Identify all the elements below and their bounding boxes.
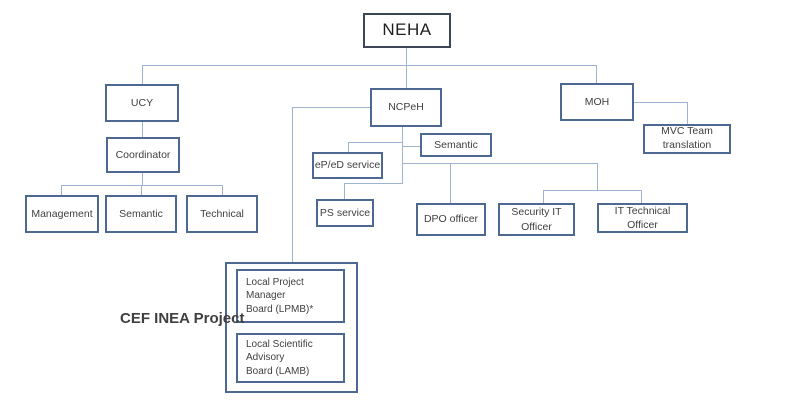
cef-inea-group-frame [225,262,358,393]
connector-technical-drop [222,185,223,195]
connector-ps-branch-h [344,183,402,184]
connector-officers-rail2 [543,190,642,191]
node-moh: MOH [560,83,634,121]
connector-officers-rail [402,163,598,164]
node-lamb: Local Scientific Advisory Board (LAMB) [236,333,345,383]
node-mvc-team-translation: MVC Team translation [643,124,731,154]
node-eped-service: eP/eD service [312,152,383,179]
connector-coordinator-rail [61,185,223,186]
node-technical: Technical [186,195,258,233]
connector-moh-drop [596,65,597,83]
connector-semantic-branch [402,146,420,147]
node-dpo-officer: DPO officer [416,203,486,236]
node-neha: NEHA [363,13,451,48]
connector-ucy-coordinator [142,122,143,137]
connector-ucy-drop [142,65,143,84]
connector-eped-branch-v [348,142,349,152]
connector-ncpeh-main [402,127,403,184]
node-semantic-ncpeh: Semantic [420,133,492,157]
connector-coordinator-stub [142,173,143,185]
node-it-technical-officer: IT Technical Officer [597,203,688,233]
node-semantic-ucy: Semantic [105,195,177,233]
connector-dpo-drop [450,163,451,203]
connector-moh-mvc-v [687,102,688,124]
connector-ittech-drop [641,190,642,203]
connector-top-rail [142,65,597,66]
connector-management-drop [61,185,62,195]
connector-cef-link-h [292,107,370,108]
cef-inea-project-label: CEF INEA Project [120,310,245,327]
node-ucy: UCY [105,84,179,122]
node-ncpeh: NCPeH [370,88,442,127]
connector-cef-link-v [292,107,293,262]
connector-security-drop [543,190,544,203]
connector-ps-branch-v [344,183,345,199]
node-coordinator: Coordinator [106,137,180,173]
node-ps-service: PS service [316,199,374,227]
connector-semantic-ucy-drop [141,185,142,195]
connector-officers-step [597,163,598,190]
node-lpmb: Local Project Manager Board (LPMB)* [236,269,345,323]
connector-ncpeh-drop [406,65,407,88]
connector-moh-mvc-h [633,102,687,103]
connector-eped-branch-h [348,142,402,143]
node-security-it-officer: Security IT Officer [498,203,575,236]
node-management: Management [25,195,99,233]
connector-neha-stub [406,48,407,65]
